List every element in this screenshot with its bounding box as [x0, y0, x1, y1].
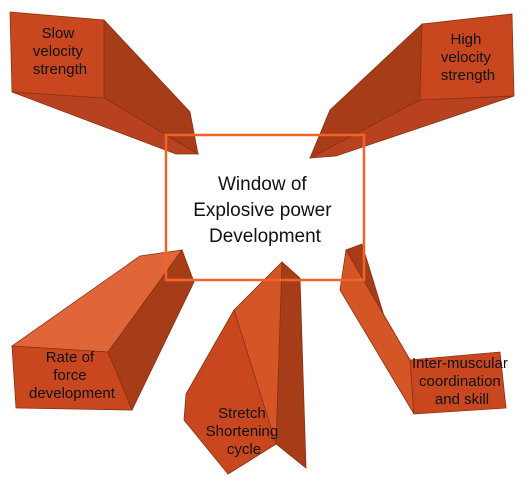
center-line-1: Window of [218, 174, 307, 195]
block-label-line: Slow [42, 25, 75, 42]
block-label-line: force [53, 367, 86, 384]
block-high-velocity-strength: High velocity strength [309, 13, 515, 159]
block-label-line: velocity [33, 43, 84, 60]
block-inter-muscular-coordination: Inter-muscular coordination and skill [339, 243, 512, 415]
svg-text:Stretch Shortening: Stretch Shortening cycle [206, 405, 283, 458]
center-line-3: Development [209, 226, 322, 247]
block-label-line: strength [33, 61, 87, 78]
center-line-2: Explosive power [193, 200, 332, 221]
block-label-line: High [450, 31, 481, 48]
svg-text:Inter-muscular coordinat: Inter-muscular coordination and skill [412, 355, 512, 408]
block-label-line: velocity [441, 49, 492, 66]
block-label-line: strength [441, 67, 495, 84]
block-label-line: Shortening [206, 423, 279, 440]
block-label-line: Rate of [46, 349, 95, 366]
block-slow-velocity-strength: Slow velocity strength [9, 11, 200, 155]
svg-text:Rate of force deve: Rate of force development [29, 349, 116, 402]
svg-text:Slow velocity stre: Slow velocity strength [33, 25, 87, 78]
block-label-line: coordination [419, 373, 501, 390]
block-label-line: Stretch [218, 405, 266, 422]
center-window: Window of Explosive power Development [164, 133, 366, 282]
block-label-line: Inter-muscular [412, 355, 508, 372]
block-rate-of-force-development: Rate of force development [10, 249, 195, 411]
block-label-line: cycle [227, 441, 261, 458]
svg-text:Window of Explosive powe: Window of Explosive power Development [193, 174, 337, 247]
svg-text:High velocity stre: High velocity strength [441, 31, 495, 84]
block-label-line: development [29, 385, 116, 402]
center-window-border [164, 133, 366, 282]
block-stretch-shortening-cycle: Stretch Shortening cycle [183, 261, 307, 475]
block-label-line: and skill [435, 391, 489, 408]
